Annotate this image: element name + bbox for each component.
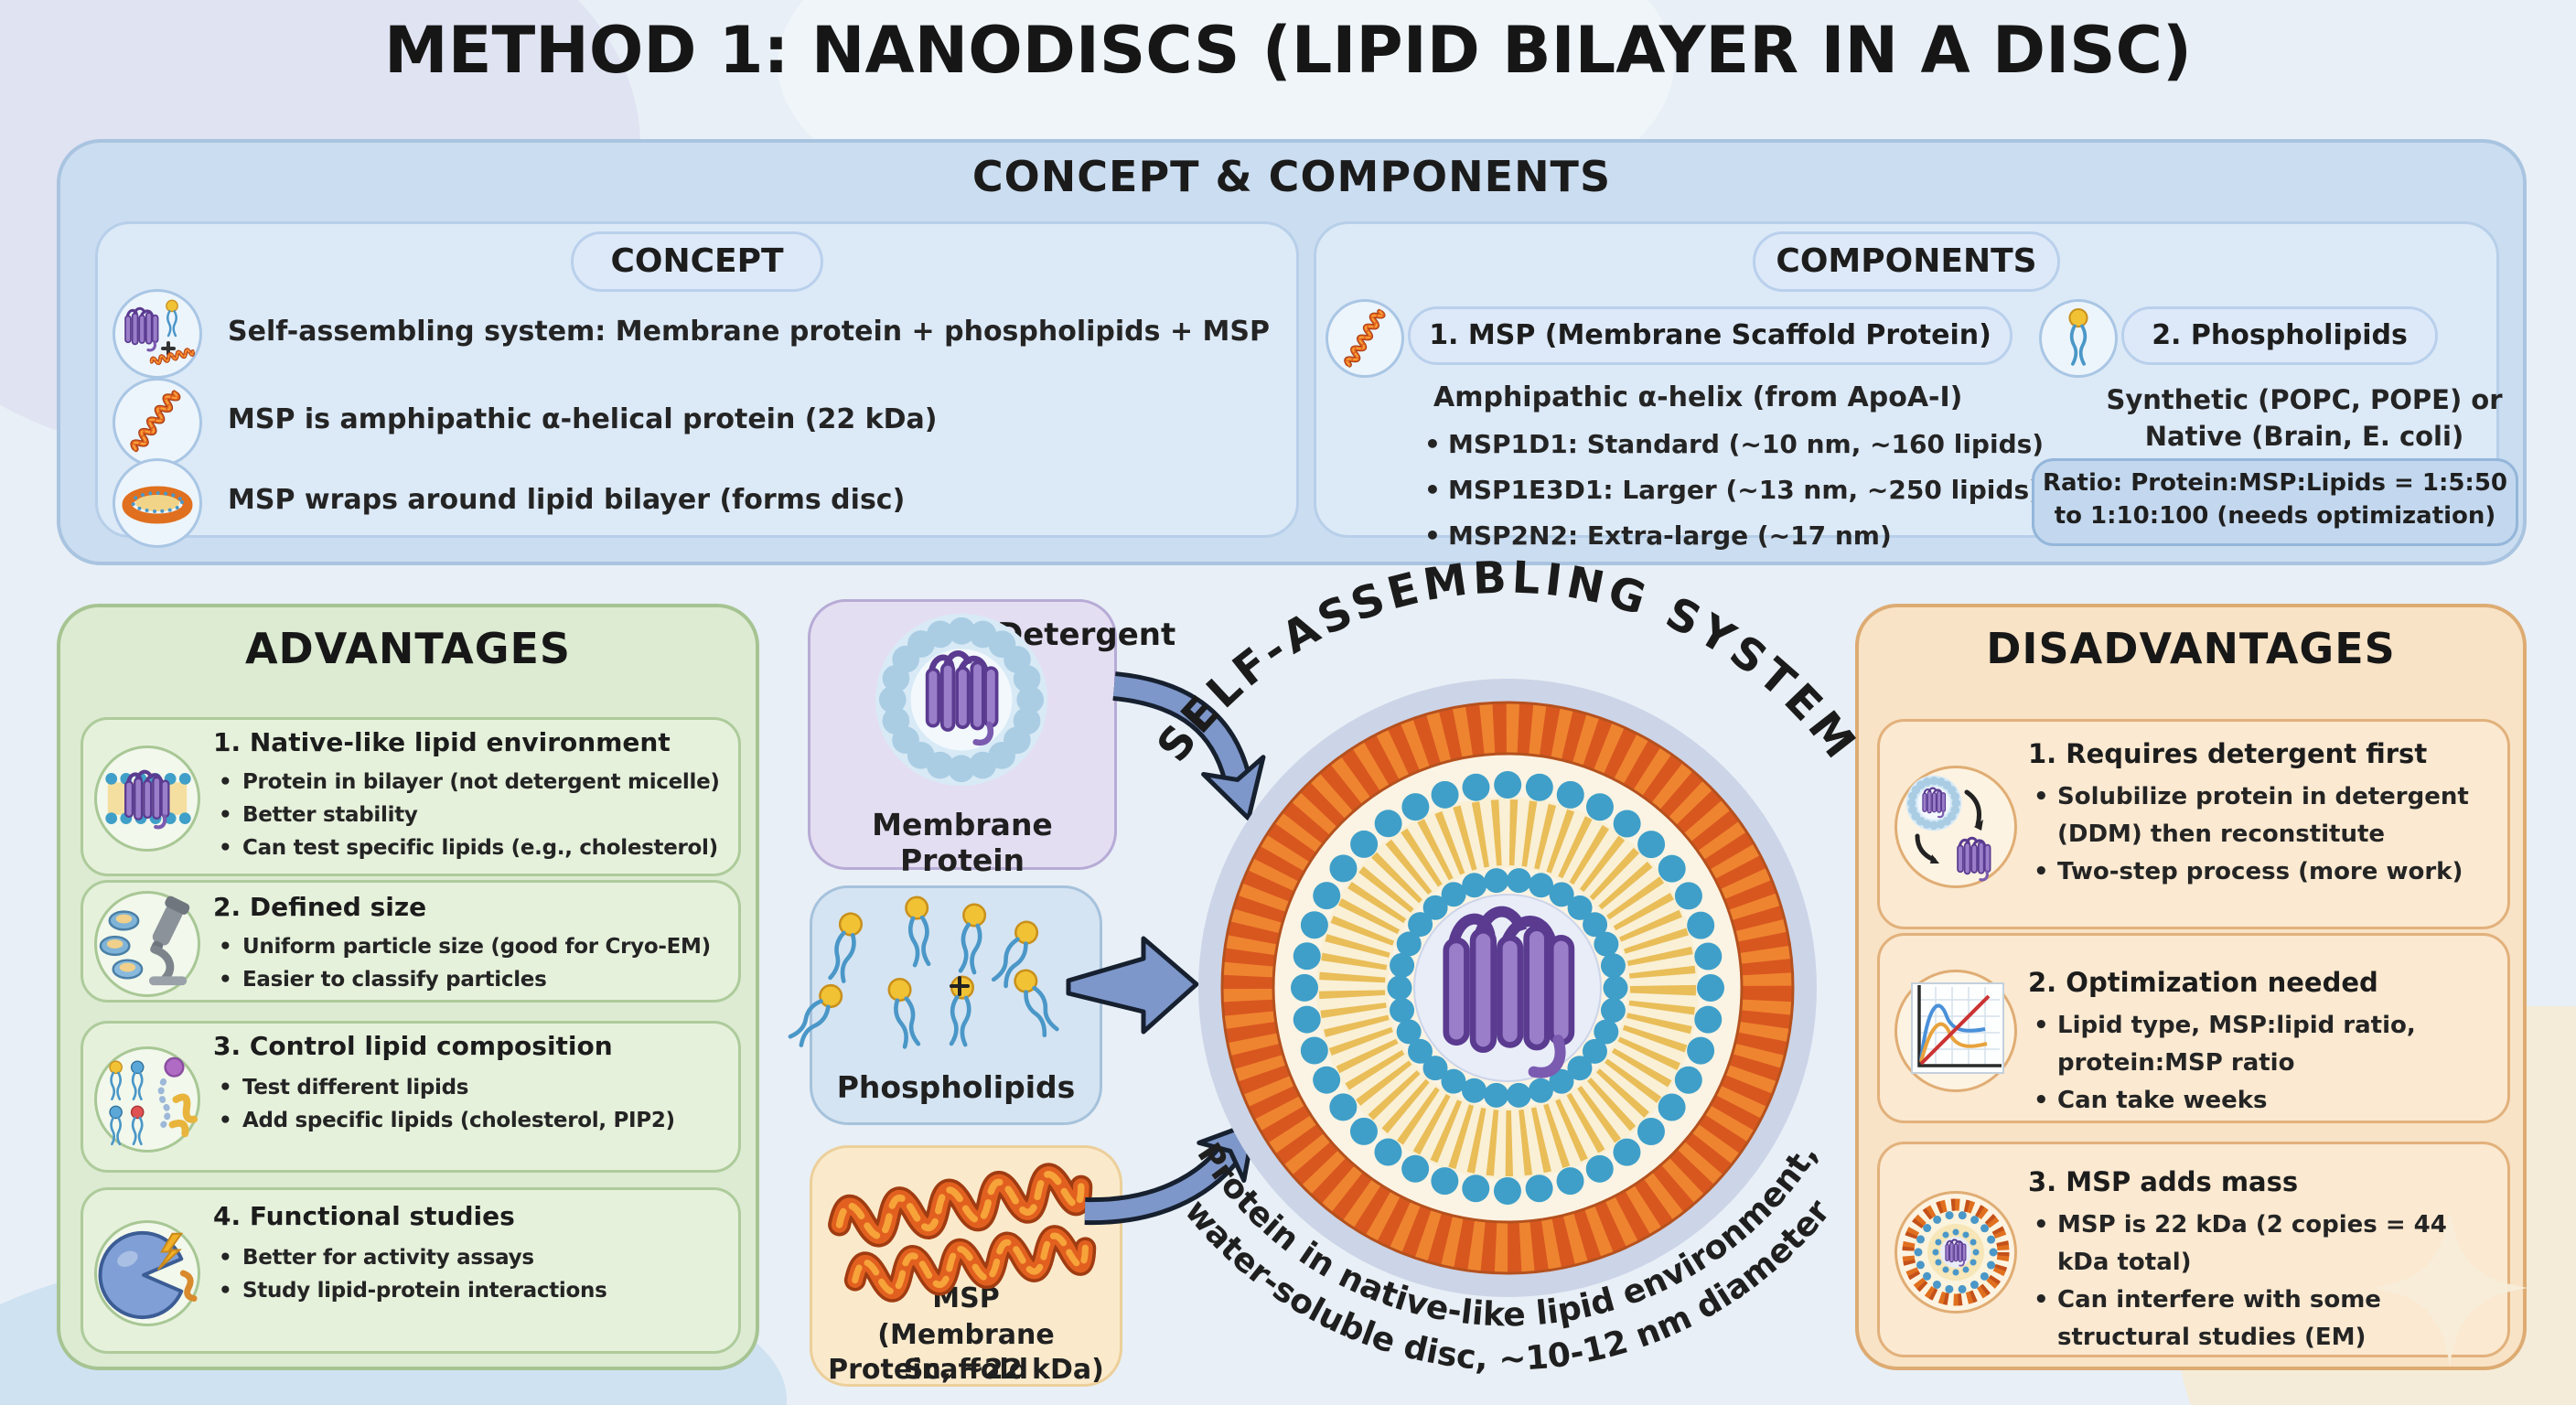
- msp-label-line2: (Membrane Scaffold: [877, 1319, 1055, 1386]
- advantage-title: 4. Functional studies: [213, 1201, 515, 1231]
- list-item: Add specific lipids (cholesterol, PIP2): [213, 1104, 731, 1137]
- list-item: Uniform particle size (good for Cryo-EM): [213, 930, 731, 963]
- list-item: MSP2N2: Extra-large (~17 nm): [1419, 513, 2044, 559]
- msp-helix-icon: [1326, 299, 1404, 378]
- self-assembling-arc-title: SELF-ASSEMBLING SYSTEM: [1147, 552, 1868, 771]
- concept-components-header: CONCEPT & COMPONENTS: [971, 152, 1612, 201]
- list-item: Test different lipids: [213, 1071, 731, 1104]
- disadvantage-bullets: Lipid type, MSP:lipid ratio, protein:MSP…: [2028, 1007, 2496, 1120]
- phospholipids-box: Phospholipids: [810, 885, 1102, 1125]
- enzyme-activity-icon: [94, 1220, 200, 1326]
- advantage-bullets: Better for activity assays Study lipid-p…: [213, 1241, 731, 1307]
- advantage-title: 2. Defined size: [213, 892, 427, 922]
- phospholipids-label: Phospholipids: [836, 1069, 1076, 1105]
- msp-bullet-list: MSP1D1: Standard (~10 nm, ~160 lipids) M…: [1419, 422, 2044, 559]
- advantage-bullets: Uniform particle size (good for Cryo-EM)…: [213, 930, 731, 996]
- disadvantages-header: DISADVANTAGES: [1986, 624, 2396, 673]
- phospholipid-icon: [2039, 299, 2118, 378]
- disadvantage-card-1: 1. Requires detergent first Solubilize p…: [1877, 719, 2510, 929]
- concept-pill: CONCEPT: [571, 231, 823, 292]
- concept-row-text: MSP wraps around lipid bilayer (forms di…: [228, 484, 906, 516]
- list-item: Can take weeks: [2028, 1082, 2496, 1120]
- phospholipids-subtitle-line1: Synthetic (POPC, POPE) or: [2106, 384, 2503, 415]
- msp-box: MSP (Membrane Scaffold Protein, ~22 kDa): [810, 1145, 1122, 1387]
- concept-row-text: MSP is amphipathic α-helical protein (22…: [228, 403, 938, 435]
- advantage-card-2: 2. Defined size Uniform particle size (g…: [80, 880, 741, 1003]
- advantage-card-3: 3. Control lipid composition Test differ…: [80, 1021, 741, 1173]
- arc-caption-line2: water-soluble disc, ~10-12 nm diameter: [1177, 1193, 1838, 1378]
- disadvantage-bullets: Solubilize protein in detergent (DDM) th…: [2028, 778, 2496, 891]
- advantage-card-1: 1. Native-like lipid environment Protein…: [80, 717, 741, 876]
- list-item: Lipid type, MSP:lipid ratio, protein:MSP…: [2028, 1007, 2496, 1082]
- phospholipids-title-pill: 2. Phospholipids: [2121, 306, 2438, 365]
- detergent-exchange-icon: [1894, 766, 2017, 888]
- bilayer-protein-icon: [94, 745, 200, 852]
- concept-row-text: Self-assembling system: Membrane protein…: [228, 316, 1270, 348]
- ratio-line2: to 1:10:100 (needs optimization): [2054, 502, 2496, 530]
- page-title: METHOD 1: NANODISCS (LIPID BILAYER IN A …: [384, 13, 2192, 88]
- msp-subtitle: Amphipathic α-helix (from ApoA-I): [1433, 381, 1963, 413]
- advantage-bullets: Test different lipids Add specific lipid…: [213, 1071, 731, 1137]
- optimization-chart-icon: [1894, 970, 2017, 1092]
- concept-components-panel: CONCEPT & COMPONENTS CONCEPT Self-assemb…: [57, 139, 2527, 565]
- list-item: MSP1D1: Standard (~10 nm, ~160 lipids): [1419, 422, 2044, 467]
- nanodisc-ring-icon: [113, 458, 202, 548]
- arc-caption-line1: Protein in native-like lipid environment…: [1189, 1137, 1825, 1335]
- advantage-title: 3. Control lipid composition: [213, 1031, 613, 1061]
- list-item: Can test specific lipids (e.g., choleste…: [213, 831, 731, 864]
- list-item: Study lipid-protein interactions: [213, 1274, 731, 1307]
- ratio-box: Ratio: Protein:MSP:Lipids = 1:5:50 to 1:…: [2032, 458, 2518, 546]
- nanodisc-icon: [1894, 1191, 2017, 1314]
- msp-title-pill: 1. MSP (Membrane Scaffold Protein): [1408, 306, 2012, 365]
- membrane-protein-label: Membrane Protein: [872, 807, 1053, 878]
- list-item: Better for activity assays: [213, 1241, 731, 1274]
- advantage-card-4: 4. Functional studies Better for activit…: [80, 1187, 741, 1354]
- arrow-membrane-to-disc: [1112, 671, 1266, 821]
- ratio-line1: Ratio: Protein:MSP:Lipids = 1:5:50: [2042, 469, 2508, 497]
- list-item: Protein in bilayer (not detergent micell…: [213, 766, 731, 799]
- list-item: MSP1E3D1: Larger (~13 nm, ~250 lipids): [1419, 467, 2044, 513]
- advantage-bullets: Protein in bilayer (not detergent micell…: [213, 766, 731, 864]
- msp-label-line1: MSP: [932, 1282, 1000, 1314]
- msp-label-line3: Protein, ~22 kDa): [828, 1354, 1104, 1386]
- list-item: Two-step process (more work): [2028, 853, 2496, 891]
- components-pill: COMPONENTS: [1753, 231, 2060, 292]
- components-box: COMPONENTS 1. MSP (Membrane Scaffold Pro…: [1314, 221, 2518, 559]
- self-assembly-icon: [113, 289, 202, 379]
- detergent-label: Detergent: [997, 617, 1176, 653]
- phospholipids-subtitle-line2: Native (Brain, E. coli): [2144, 421, 2464, 452]
- list-item: MSP is 22 kDa (2 copies = 44 kDa total): [2028, 1207, 2496, 1282]
- nanodisc-illustration: [1198, 679, 1817, 1297]
- disadvantage-card-3: 3. MSP adds mass MSP is 22 kDa (2 copies…: [1877, 1142, 2510, 1357]
- list-item: Solubilize protein in detergent (DDM) th…: [2028, 778, 2496, 853]
- msp-helix-icon: [113, 378, 202, 467]
- disadvantage-card-2: 2. Optimization needed Lipid type, MSP:l…: [1877, 933, 2510, 1123]
- lipid-mix-icon: [94, 1046, 200, 1153]
- microscope-icon: [94, 891, 200, 997]
- list-item: Better stability: [213, 799, 731, 831]
- advantage-title: 1. Native-like lipid environment: [213, 727, 671, 757]
- disadvantage-title: 3. MSP adds mass: [2028, 1166, 2299, 1197]
- advantages-panel: ADVANTAGES 1. Native-like lipid environm…: [57, 604, 759, 1370]
- concept-box: CONCEPT Self-assembling system: Membrane…: [95, 221, 1299, 548]
- disadvantages-panel: DISADVANTAGES 1. Requires detergent firs…: [1855, 604, 2527, 1370]
- disadvantage-title: 2. Optimization needed: [2028, 967, 2378, 998]
- phospholipids-subtitle: Synthetic (POPC, POPE) or Native (Brain,…: [2103, 381, 2506, 455]
- advantages-header: ADVANTAGES: [244, 624, 572, 673]
- list-item: Can interfere with some structural studi…: [2028, 1282, 2496, 1357]
- disadvantage-bullets: MSP is 22 kDa (2 copies = 44 kDa total) …: [2028, 1207, 2496, 1357]
- disadvantage-title: 1. Requires detergent first: [2028, 738, 2428, 769]
- list-item: Easier to classify particles: [213, 963, 731, 996]
